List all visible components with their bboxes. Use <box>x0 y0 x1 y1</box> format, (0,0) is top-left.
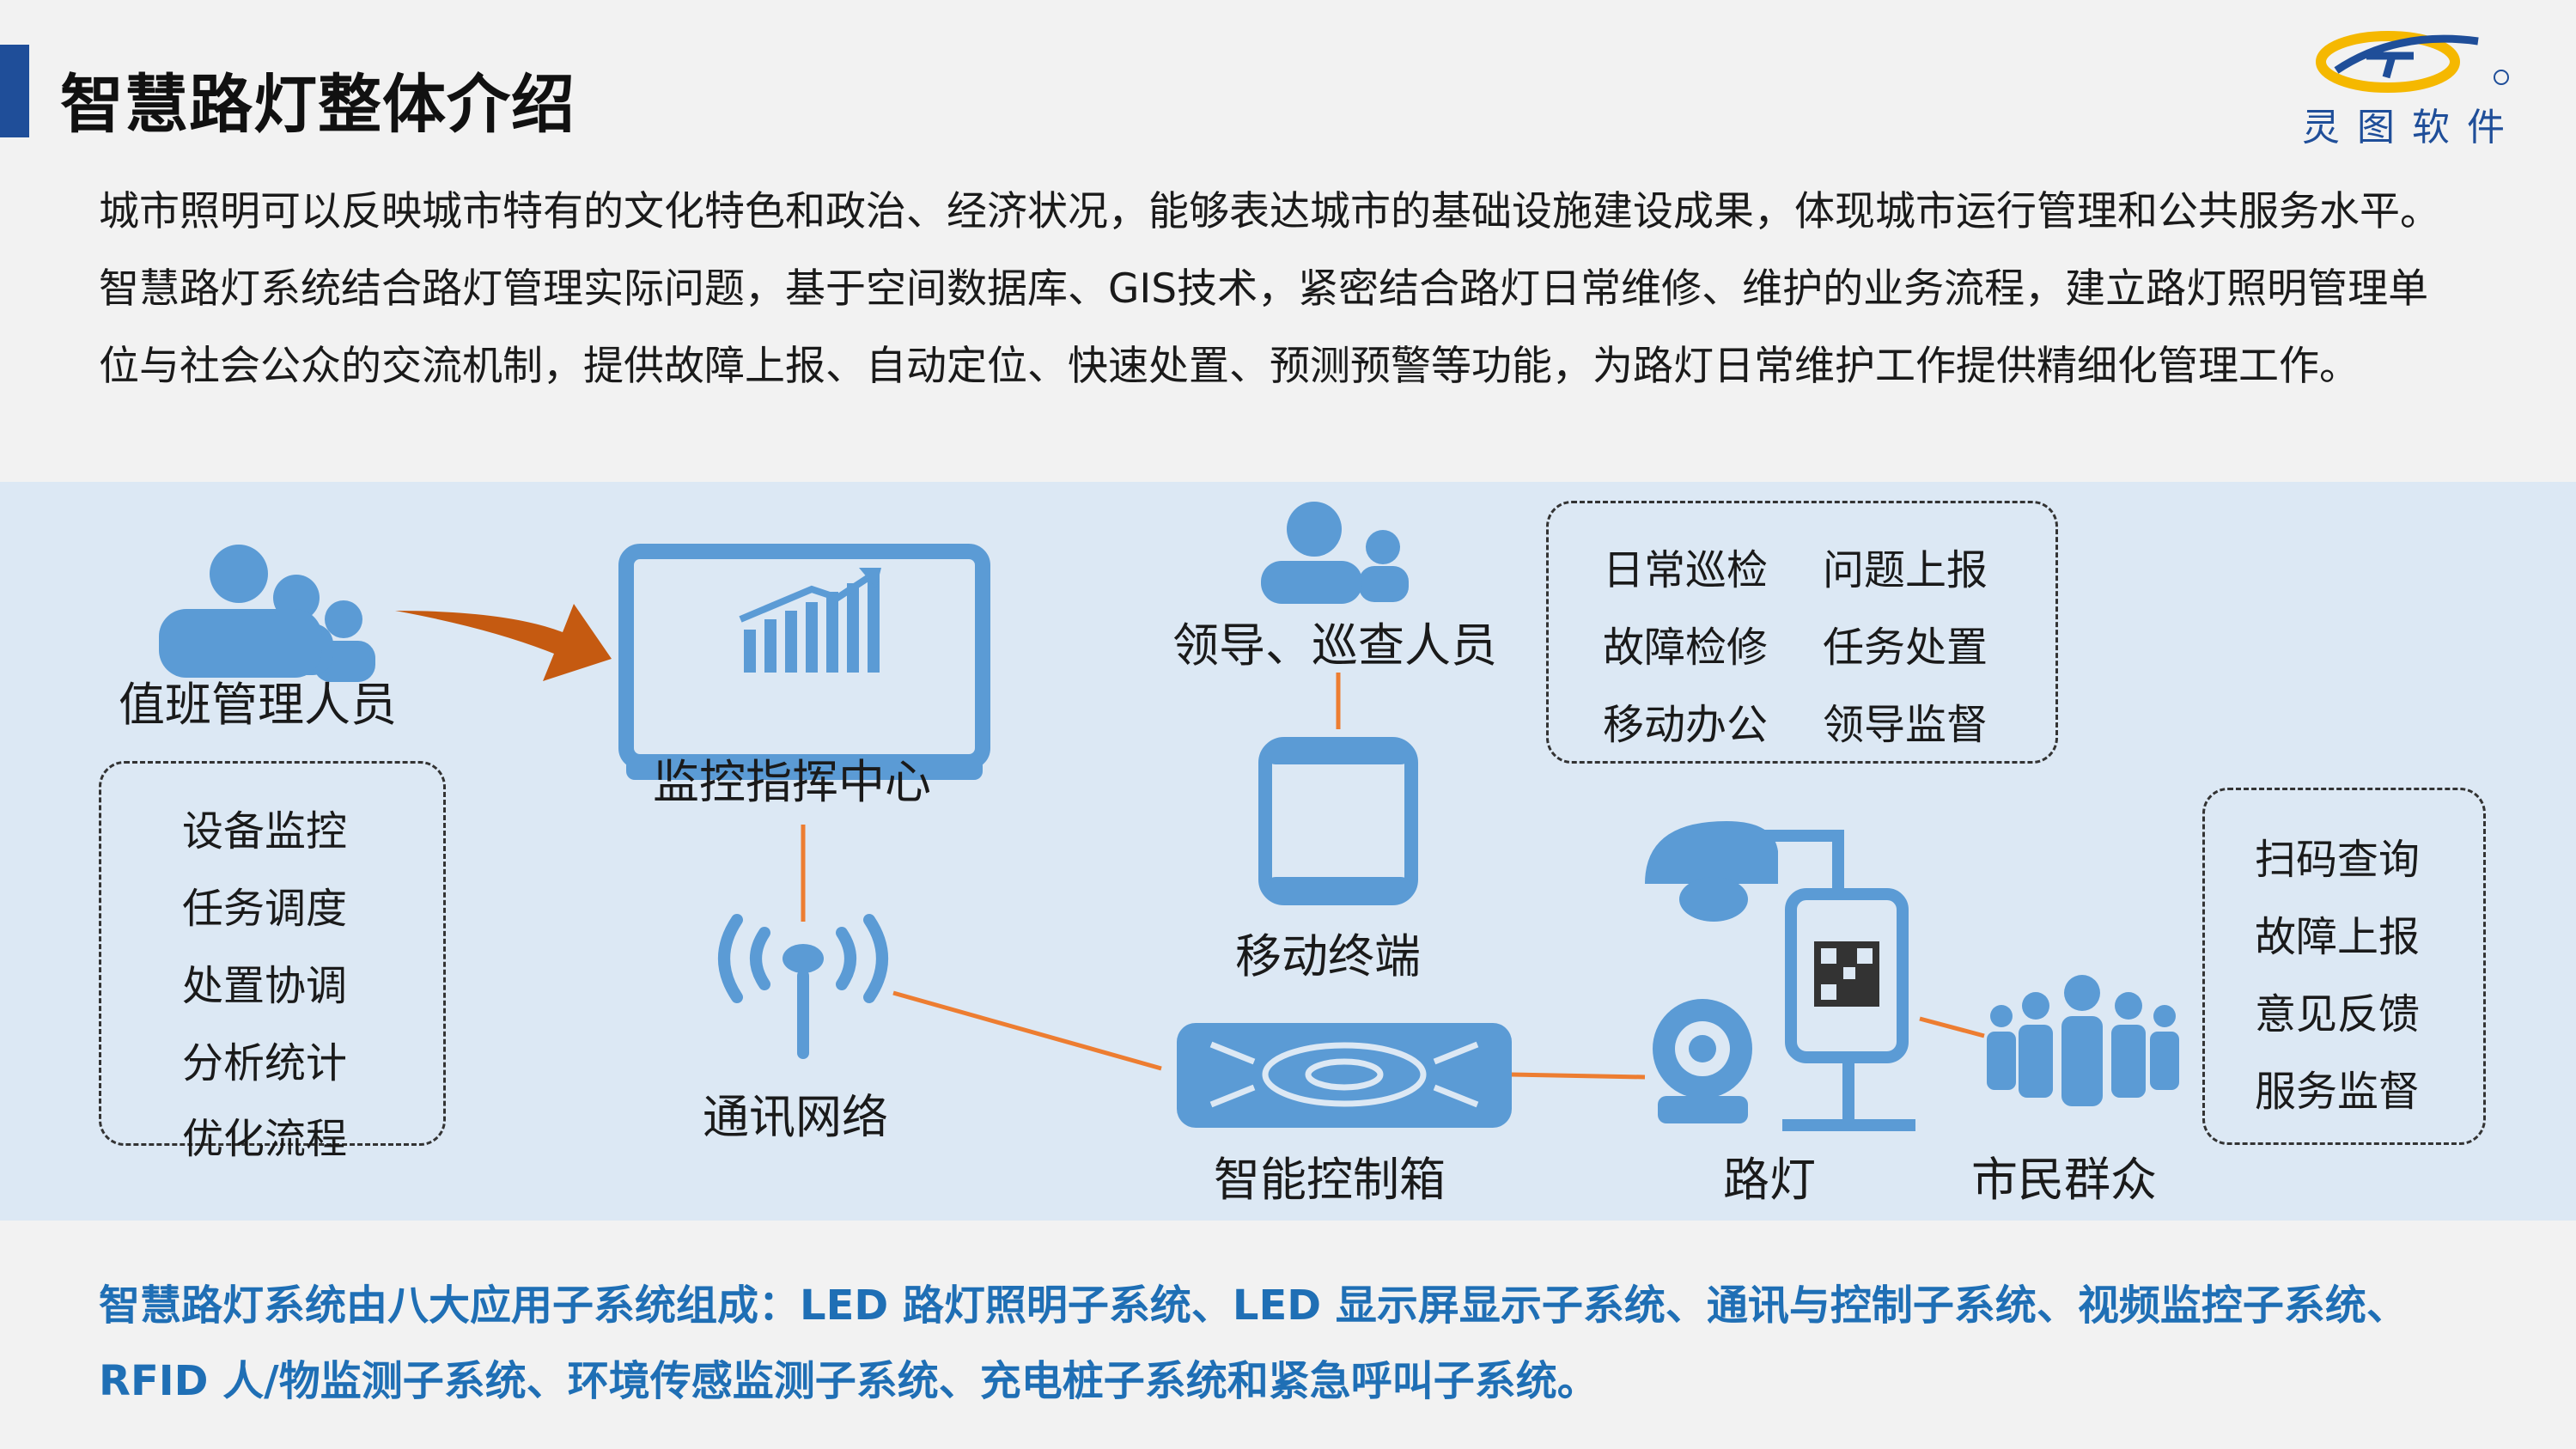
citizen-function-item: 故障上报 <box>2255 913 2421 961</box>
leaders-icon <box>1261 502 1409 604</box>
intro-paragraph: 城市照明可以反映城市特有的文化特色和政治、经济状况，能够表达城市的基础设施建设成… <box>99 188 2440 390</box>
duty-function-item: 分析统计 <box>182 1039 348 1087</box>
citizen-function-item: 服务监督 <box>2255 1068 2421 1116</box>
connector-controlbox-light <box>1511 1072 1646 1080</box>
leader-function-item: 任务处置 <box>1823 624 1988 672</box>
duty-function-item: 处置协调 <box>182 962 348 1010</box>
leader-function-item: 故障检修 <box>1603 624 1769 672</box>
arrow-duty-to-center <box>395 604 612 681</box>
mobile-terminal-icon <box>1258 737 1418 905</box>
leader-function-item: 领导监督 <box>1823 701 1988 749</box>
title-accent-bar <box>0 45 29 137</box>
label-control-box: 智能控制箱 <box>1214 1153 1446 1207</box>
citizen-functions-box <box>2202 788 2486 1145</box>
duty-staff-icon <box>159 545 375 682</box>
connector-network-controlbox <box>892 990 1162 1071</box>
label-street-light: 路灯 <box>1723 1153 1816 1207</box>
network-antenna-icon <box>718 914 888 1059</box>
leader-function-item: 日常巡检 <box>1603 546 1769 594</box>
control-box-icon <box>1177 1023 1512 1128</box>
company-logo: 灵图软件 <box>2285 17 2543 149</box>
diagram-graphics <box>159 502 2179 1131</box>
connector-light-citizens <box>1919 1016 1985 1038</box>
street-light-icon <box>1645 821 1915 1131</box>
leader-function-item: 问题上报 <box>1823 546 1988 594</box>
label-citizens: 市民群众 <box>1971 1153 2157 1207</box>
logo-icon <box>2316 31 2509 93</box>
citizens-icon <box>1987 975 2179 1106</box>
system-diagram: 值班管理人员 监控指挥中心 领导、巡查人员 移动终端 通讯网络 智能控制箱 路灯… <box>0 482 2576 1221</box>
leader-function-item: 移动办公 <box>1603 701 1769 749</box>
label-duty-staff: 值班管理人员 <box>119 678 397 732</box>
logo-text: 灵图软件 <box>2302 106 2522 149</box>
citizen-function-item: 意见反馈 <box>2255 990 2421 1038</box>
label-network: 通讯网络 <box>703 1090 888 1144</box>
duty-function-item: 优化流程 <box>182 1115 348 1163</box>
label-monitor-center: 监控指挥中心 <box>653 755 931 809</box>
label-leaders: 领导、巡查人员 <box>1172 618 1497 673</box>
duty-functions-box <box>99 761 446 1146</box>
summary-paragraph: 智慧路灯系统由八大应用子系统组成：LED 路灯照明子系统、LED 显示屏显示子系… <box>99 1282 2408 1405</box>
page-title: 智慧路灯整体介绍 <box>60 68 575 142</box>
citizen-function-item: 扫码查询 <box>2255 836 2421 884</box>
label-mobile-terminal: 移动终端 <box>1235 929 1421 983</box>
monitor-icon <box>618 544 990 780</box>
leader-functions-box <box>1546 501 2058 764</box>
duty-function-item: 设备监控 <box>182 807 348 855</box>
duty-function-item: 任务调度 <box>182 885 348 933</box>
